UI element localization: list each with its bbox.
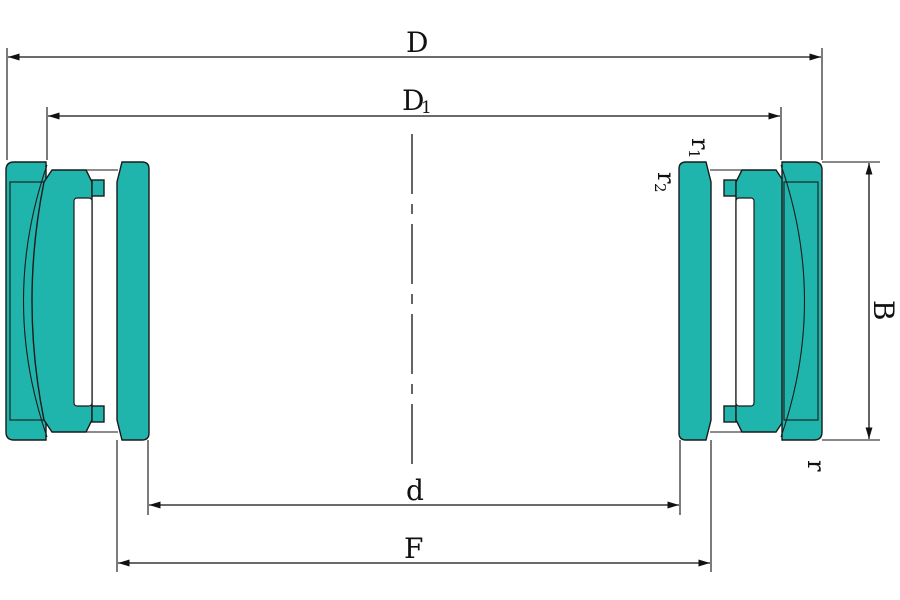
- svg-text:r: r: [802, 460, 830, 472]
- label-D1: D 1: [402, 84, 432, 118]
- extension-lines: [6, 48, 880, 572]
- right-outer-ring: [781, 161, 823, 441]
- left-cross-section: [5, 161, 150, 441]
- label-D: D: [406, 26, 428, 59]
- svg-text:2: 2: [651, 183, 669, 193]
- svg-text:1: 1: [421, 98, 432, 118]
- label-r1: r 1: [685, 138, 714, 159]
- svg-text:D: D: [402, 84, 424, 117]
- left-roller-window: [73, 197, 93, 407]
- label-r2: r 2: [651, 172, 680, 193]
- svg-text:r: r: [652, 172, 680, 184]
- right-inner-ring: [678, 161, 712, 441]
- svg-text:1: 1: [685, 149, 703, 159]
- label-B: B: [867, 300, 900, 321]
- svg-text:r: r: [686, 138, 714, 150]
- label-d: d: [406, 474, 424, 507]
- label-F: F: [404, 532, 423, 565]
- right-roller-window: [735, 197, 755, 407]
- right-cross-section: [678, 161, 823, 441]
- label-r: r: [802, 460, 830, 472]
- left-inner-ring: [116, 161, 150, 441]
- svg-text:B: B: [867, 300, 900, 321]
